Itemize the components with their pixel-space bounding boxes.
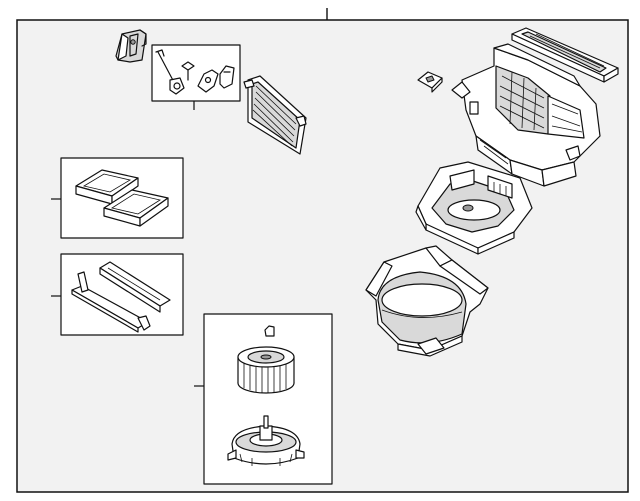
blower-case-lower [365, 245, 489, 357]
blower-case-upper [451, 43, 601, 187]
blower-case-middle [415, 161, 533, 255]
cabin-filter-group [60, 157, 184, 239]
cabin-filter-cover [511, 27, 619, 83]
blower-motor [227, 415, 305, 466]
bracket-part [115, 29, 147, 63]
hardware-kit-group [151, 44, 241, 102]
filter-seal-group [60, 253, 184, 336]
blower-motor-group [203, 313, 333, 485]
evaporator-core [243, 75, 307, 155]
blower-fan-wheel [237, 346, 295, 394]
small-clip [417, 71, 443, 93]
